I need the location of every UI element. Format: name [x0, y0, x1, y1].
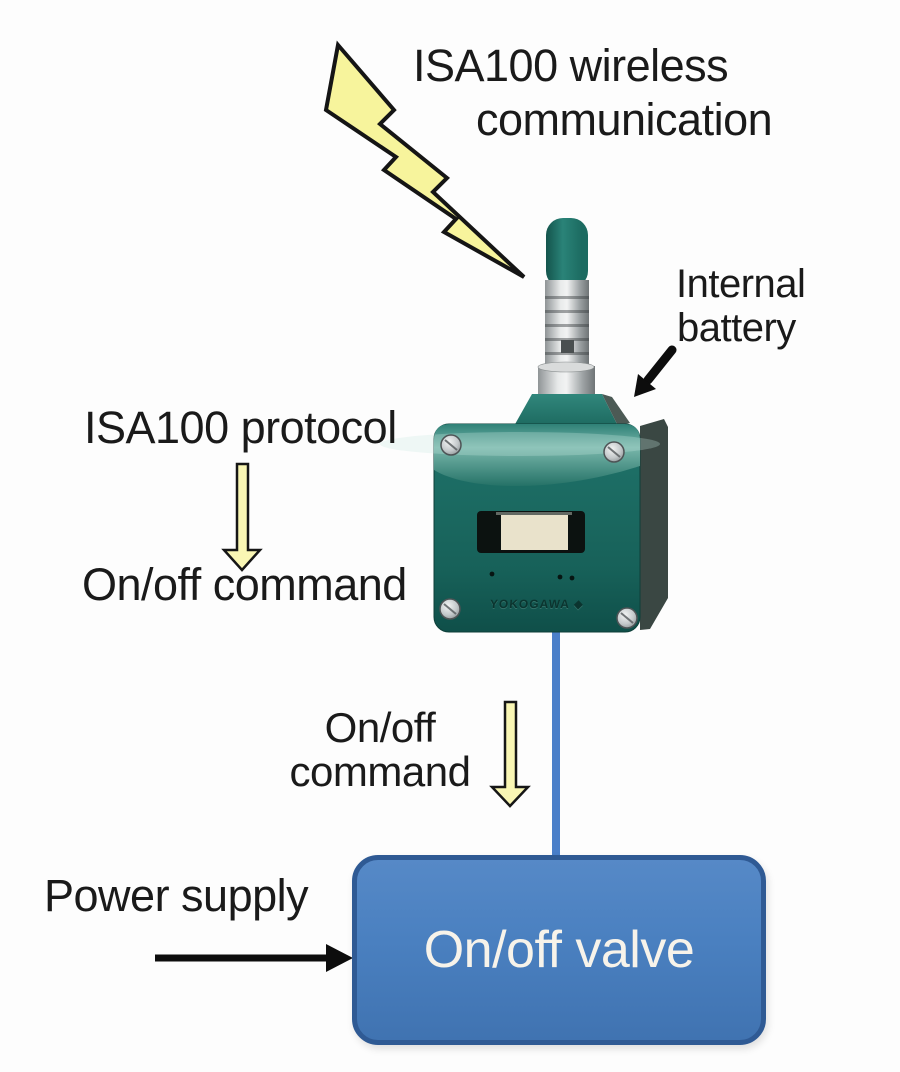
- signal-line: [552, 600, 560, 865]
- internal-battery-label-line2: battery: [677, 306, 796, 350]
- antenna: [537, 218, 595, 396]
- valve-label: On/off valve: [423, 921, 695, 979]
- down-arrow-icon-protocol: [221, 462, 263, 572]
- battery-arrow-icon: [634, 345, 677, 397]
- onoff-command-mid-label: On/off command: [278, 704, 482, 796]
- onoff-command-mid-line2: command: [289, 748, 471, 796]
- lcd-display: [477, 511, 585, 553]
- lightning-bolt-icon: [323, 40, 526, 279]
- power-supply-label: Power supply: [44, 870, 309, 921]
- down-arrow-icon-command: [489, 700, 531, 808]
- valve-box: On/off valve: [352, 855, 766, 1045]
- indicator-dots: [489, 571, 575, 581]
- device-side-panel: [640, 419, 668, 630]
- onoff-command-mid-line1: On/off: [324, 704, 436, 751]
- internal-battery-label-line1: Internal: [676, 262, 806, 306]
- power-arrow-icon: [155, 944, 353, 972]
- device-brand-label: YOKOGAWA ◆: [489, 597, 585, 611]
- title-line2: communication: [476, 94, 773, 145]
- onoff-command-left-label: On/off command: [82, 559, 407, 610]
- title-line1: ISA100 wireless: [413, 40, 729, 91]
- isa100-protocol-label: ISA100 protocol: [84, 402, 397, 453]
- antenna-mount: [514, 394, 618, 426]
- wireless-adapter-device: [380, 218, 668, 633]
- device-top-band: [434, 424, 640, 487]
